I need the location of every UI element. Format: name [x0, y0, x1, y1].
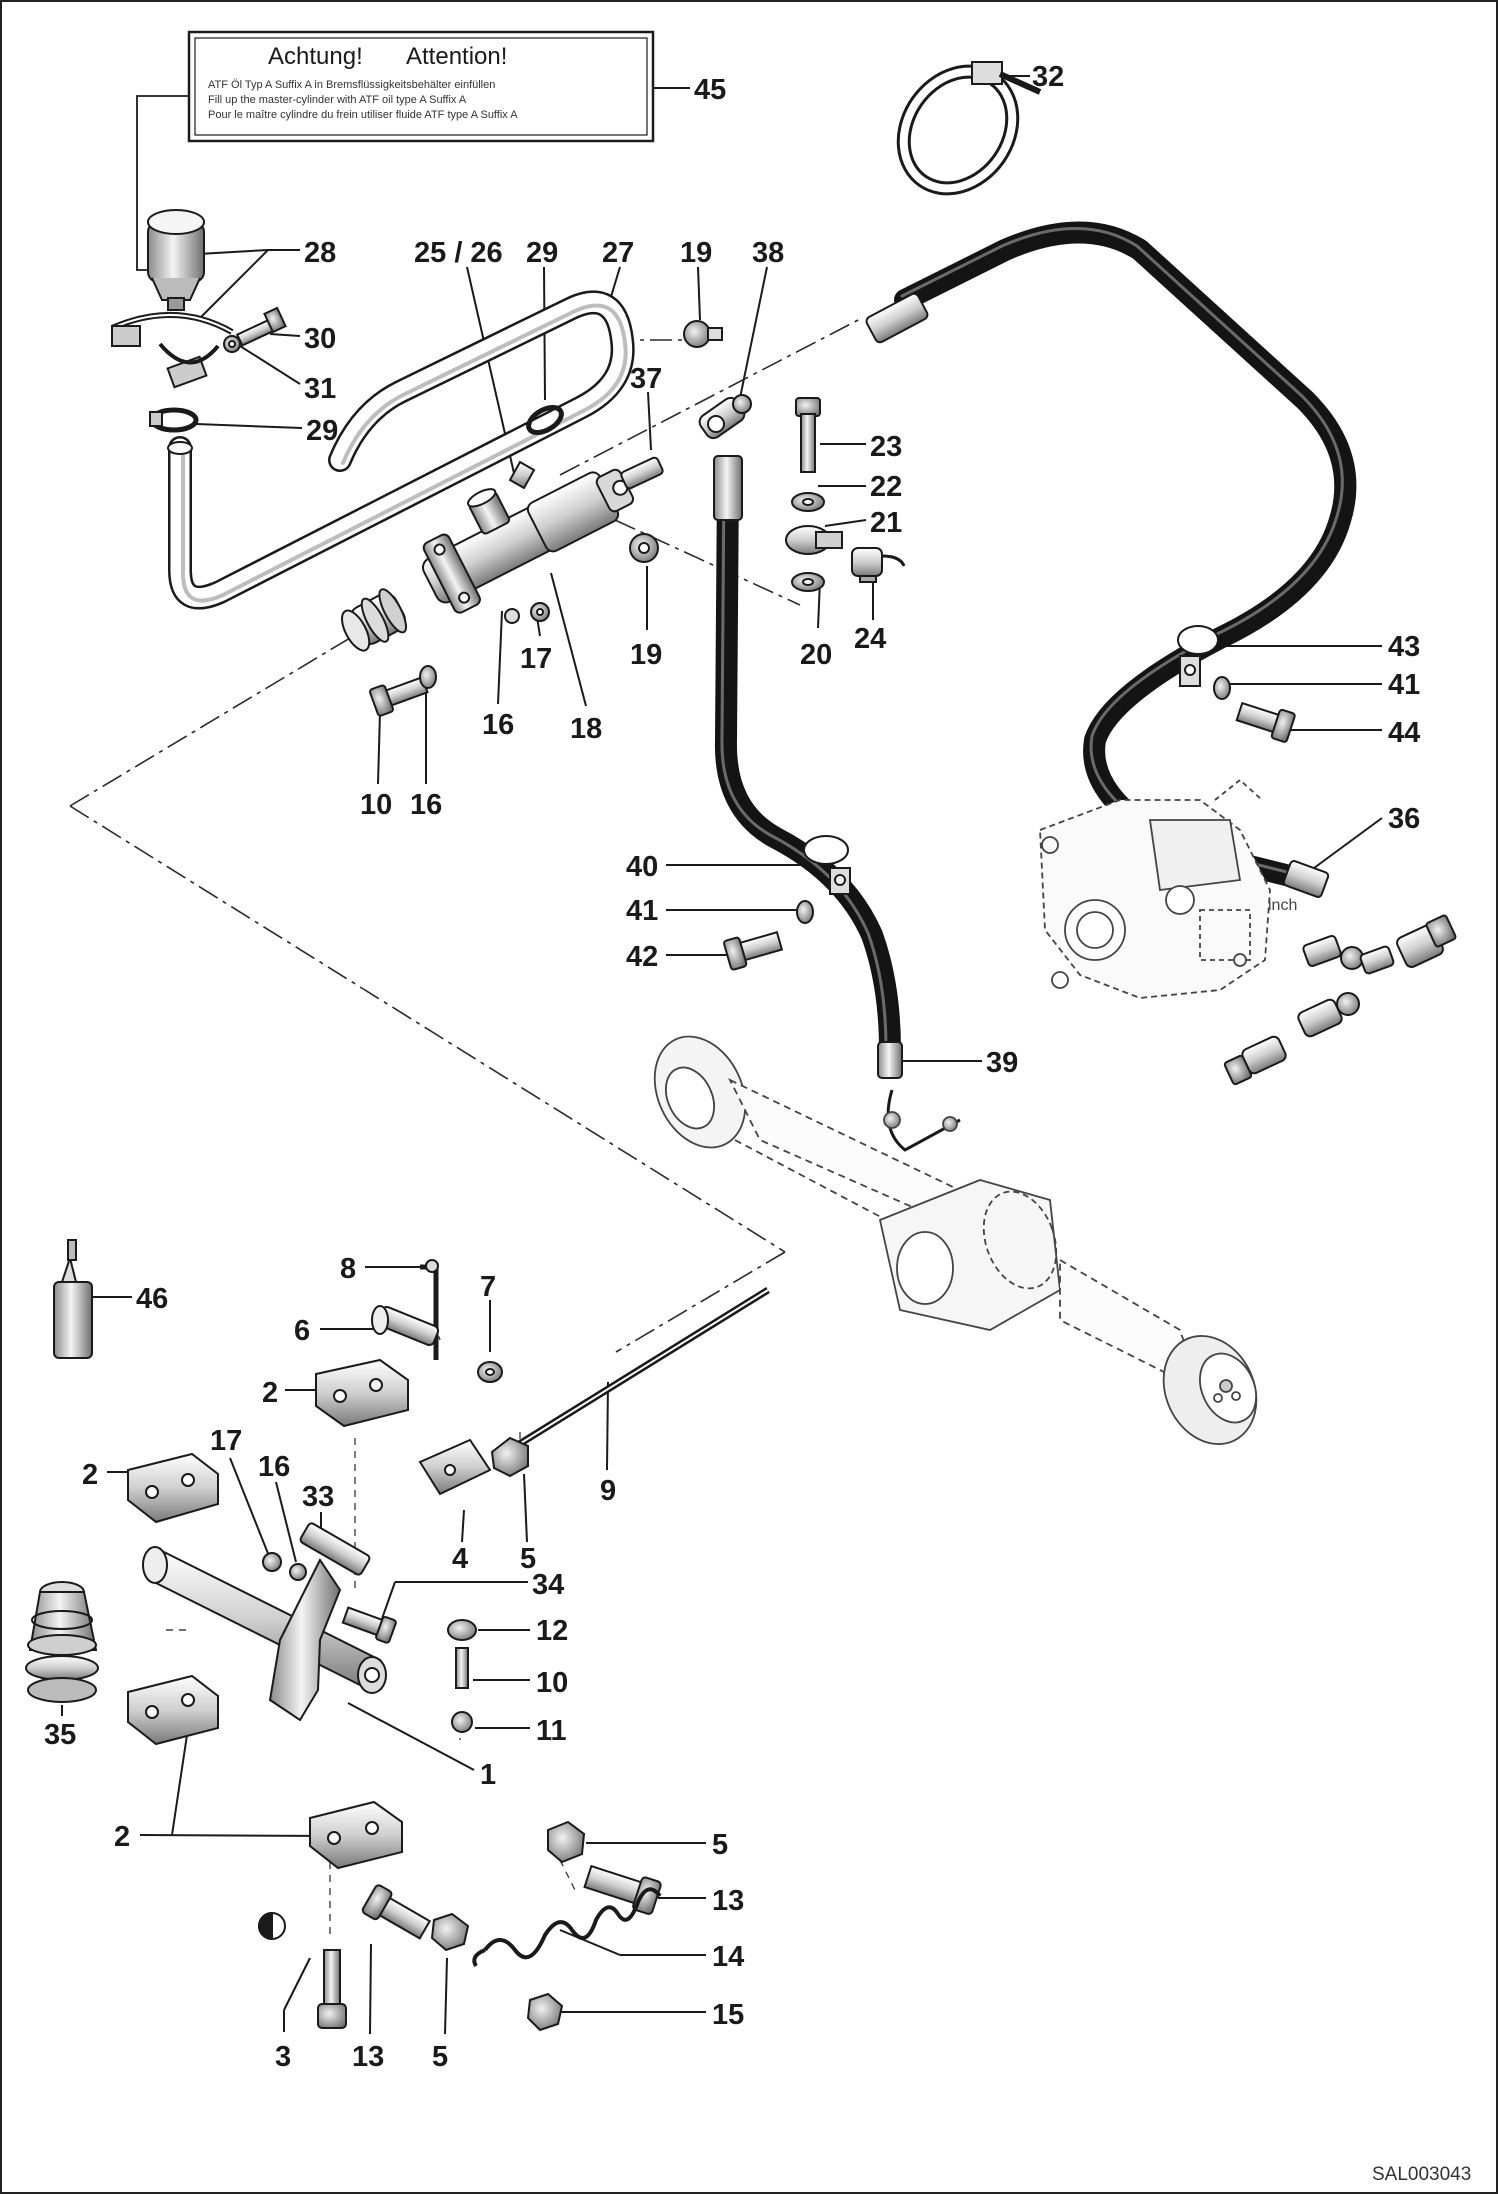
label-line-french: Pour le maître cylindre du frein utilise…	[208, 109, 518, 121]
callout-24: 24	[854, 623, 886, 655]
callout-13-bottom: 13	[352, 2041, 384, 2073]
callout-40: 40	[626, 851, 658, 883]
lubricant-tube	[53, 1239, 93, 1359]
axle-assembly	[653, 1035, 1258, 1445]
callout-8: 8	[340, 1253, 356, 1285]
brake-fluid-reservoir	[110, 209, 287, 455]
callout-15: 15	[712, 1999, 744, 2031]
torque-symbol-icon	[258, 1911, 286, 1941]
bearing-block-lower-left	[127, 1674, 219, 1746]
callout-16-upper: 16	[482, 709, 514, 741]
clamp-bolts-upper	[1213, 676, 1296, 743]
callout-32: 32	[1032, 61, 1064, 93]
callout-2-left: 2	[82, 1459, 98, 1491]
callout-43: 43	[1388, 631, 1420, 663]
callout-34: 34	[532, 1569, 564, 1601]
callout-21: 21	[870, 507, 902, 539]
label-line-english: Fill up the master-cylinder with ATF oil…	[208, 94, 467, 106]
callout-7: 7	[480, 1271, 496, 1303]
callout-44: 44	[1388, 717, 1420, 749]
callout-4: 4	[452, 1543, 468, 1575]
callout-35: 35	[44, 1719, 76, 1751]
callout-29-center: 29	[526, 237, 558, 269]
callout-11: 11	[536, 1715, 567, 1747]
callout-46: 46	[136, 1283, 168, 1315]
hose-fittings	[713, 292, 1330, 1079]
rubber-boot	[25, 1581, 99, 1703]
bearing-block-lower	[309, 1800, 403, 1870]
callout-18: 18	[570, 713, 602, 745]
warning-label-plate: Achtung! Attention! ATF Öl Typ A Suffix …	[187, 30, 655, 143]
callout-39: 39	[986, 1047, 1018, 1079]
callout-19-bottom: 19	[630, 639, 662, 671]
callout-2-top: 2	[262, 1377, 278, 1409]
inch-marking: inch	[1268, 897, 1297, 914]
callout-12: 12	[536, 1615, 568, 1647]
callout-5-bottom: 5	[432, 2041, 448, 2073]
callout-1: 1	[480, 1759, 496, 1791]
label-line-german: ATF Öl Typ A Suffix A in Bremsflüssigkei…	[208, 79, 495, 91]
callout-22: 22	[870, 471, 902, 503]
cable-tie	[896, 61, 1042, 196]
brake-pedal-assembly	[25, 1239, 770, 2032]
bearing-block-upper	[315, 1358, 409, 1428]
transmission-housing: inch	[1039, 778, 1297, 999]
bearing-block-left	[127, 1452, 219, 1524]
callout-41-middle: 41	[626, 895, 658, 927]
callout-5-right: 5	[712, 1829, 728, 1861]
callout-19-top: 19	[680, 237, 712, 269]
callout-16-lower: 16	[258, 1451, 290, 1483]
callout-9: 9	[600, 1475, 616, 1507]
callout-27: 27	[602, 237, 634, 269]
callout-labels: 45 32 28 30 31 29 25 / 26 29 27 19 38 37…	[44, 61, 1420, 2073]
callout-28: 28	[304, 237, 336, 269]
callout-2-bottom: 2	[114, 1821, 130, 1853]
brake-hoses	[168, 221, 1357, 1061]
callout-29-left: 29	[306, 415, 338, 447]
callout-36: 36	[1388, 803, 1420, 835]
callout-38: 38	[752, 237, 784, 269]
callout-5-upper: 5	[520, 1543, 536, 1575]
callout-25-26: 25 / 26	[414, 237, 503, 269]
callout-6: 6	[294, 1315, 310, 1347]
callout-10-lower: 10	[536, 1667, 568, 1699]
callout-10-upper: 10	[360, 789, 392, 821]
callout-23: 23	[870, 431, 902, 463]
master-cylinder	[341, 405, 635, 717]
switch-fittings	[620, 320, 906, 592]
callout-17-lower: 17	[210, 1425, 242, 1457]
callout-41-upper: 41	[1388, 669, 1420, 701]
callout-3: 3	[275, 2041, 291, 2073]
callout-13-right: 13	[712, 1885, 744, 1917]
callout-30: 30	[304, 323, 336, 355]
callout-14: 14	[712, 1941, 744, 1973]
hose-clamp-40	[803, 835, 851, 895]
callout-17-upper: 17	[520, 643, 552, 675]
figure-code: SAL003043	[1372, 2164, 1471, 2185]
callout-16-left: 16	[410, 789, 442, 821]
inching-fittings	[1223, 914, 1457, 1086]
callout-45: 45	[694, 74, 726, 106]
label-heading-left: Achtung!	[268, 43, 363, 70]
callout-33: 33	[302, 1481, 334, 1513]
callout-20: 20	[800, 639, 832, 671]
callout-42: 42	[626, 941, 658, 973]
label-heading-right: Attention!	[406, 43, 507, 70]
callout-37: 37	[630, 363, 662, 395]
callout-31: 31	[304, 373, 336, 405]
hose-clamp-43	[1177, 625, 1219, 687]
clamp-bolts-middle	[723, 900, 814, 971]
